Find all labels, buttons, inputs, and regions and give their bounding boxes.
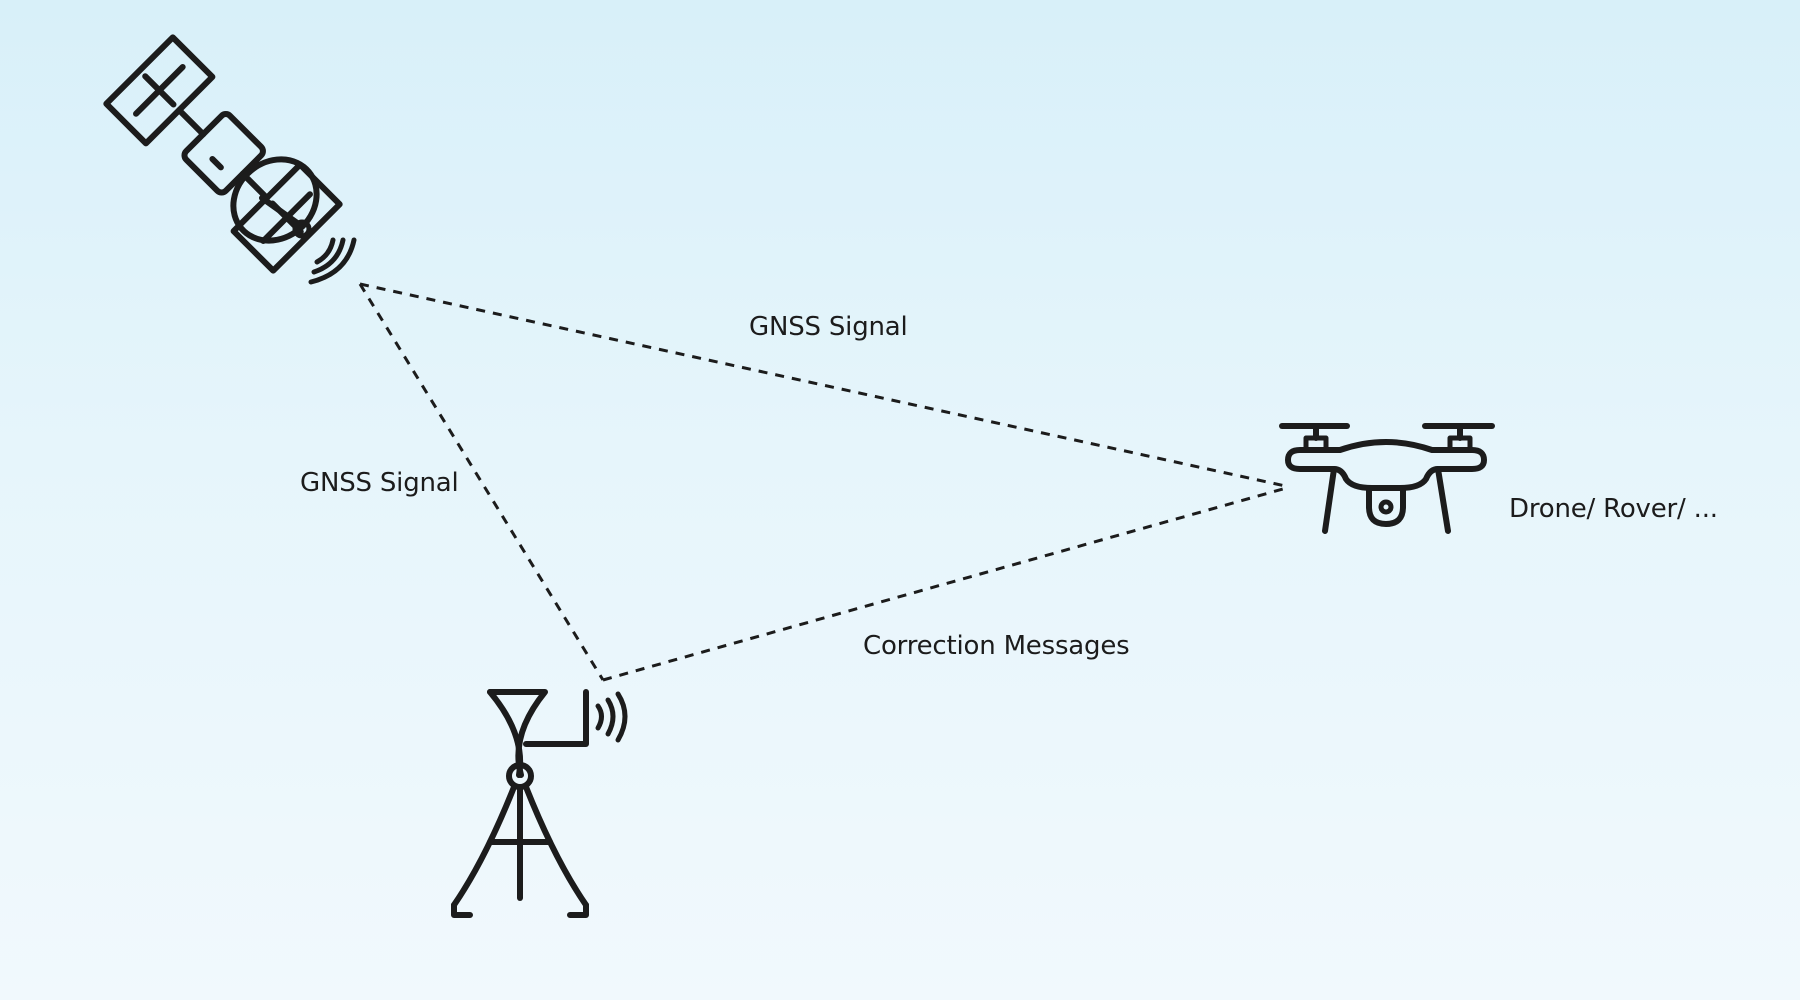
link-satellite-to-rover xyxy=(359,282,1291,489)
link-label-satellite-to-rover: GNSS Signal xyxy=(749,312,908,342)
satellite-icon xyxy=(103,34,357,285)
drone-icon xyxy=(1279,423,1495,534)
rover-label: Drone/ Rover/ ... xyxy=(1509,494,1718,524)
link-label-satellite-to-base: GNSS Signal xyxy=(300,468,459,498)
link-label-base-to-rover: Correction Messages xyxy=(863,631,1130,661)
base-station-icon xyxy=(451,689,628,918)
